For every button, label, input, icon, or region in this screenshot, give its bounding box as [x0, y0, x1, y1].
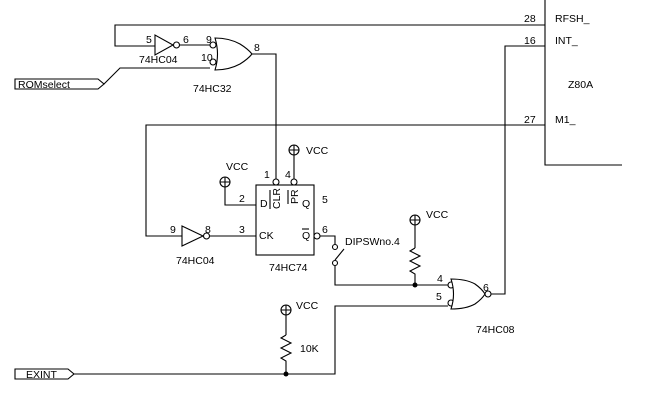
inverter-top-body	[154, 34, 175, 56]
flipflop-74hc74: D CK Q Q CLR PR 1 4 2 3 5 6 74HC74	[239, 169, 328, 274]
flipflop-d-label: D	[260, 198, 268, 210]
int-wire	[491, 45, 545, 295]
switch-to-and-wire	[334, 266, 448, 286]
flipflop-qbar-pin: 6	[322, 224, 328, 236]
pullup-junction-dot	[412, 282, 418, 288]
exint-port: EXINT	[14, 368, 75, 381]
romselect-port-shape	[14, 78, 105, 90]
dip-switch: DIPSWno.4	[331, 236, 400, 267]
z80a-chip: Z80A 28 RFSH_ 16 INT_ 27 M1_	[524, 0, 622, 166]
int-pin-label: INT_	[555, 35, 578, 47]
or-gate-part-label: 74HC32	[193, 83, 232, 95]
flipflop-part-label: 74HC74	[269, 262, 308, 274]
or-gate-in1-pin: 9	[206, 34, 212, 46]
romselect-wire	[103, 67, 210, 85]
inverter-top-out-pin: 6	[183, 34, 189, 46]
and-gate-part-label: 74HC08	[476, 324, 515, 336]
vcc-pullup-label: VCC	[426, 209, 449, 221]
vcc-pr-label: VCC	[306, 145, 329, 157]
inverter-bottom-in-pin: 9	[170, 224, 176, 236]
and-gate: 4 5 6 74HC08	[436, 273, 515, 336]
inverter-bottom-body	[181, 225, 205, 247]
pin-27-number: 27	[524, 114, 536, 126]
vcc-pullup-wire	[410, 215, 420, 248]
or-gate-in2-bubble	[209, 58, 217, 66]
m1-pin-label: M1_	[555, 114, 576, 126]
vcc-exint: VCC 10K	[279, 300, 319, 377]
flipflop-qbar-bubble	[313, 232, 321, 240]
or-gate-body	[214, 37, 253, 71]
romselect-port: ROMselect	[14, 78, 105, 91]
vcc-d-wire	[220, 177, 256, 206]
flipflop-clr-pin: 1	[264, 169, 270, 181]
resistor-10k	[279, 334, 293, 374]
dip-switch-lever	[334, 248, 345, 261]
vcc-d: VCC	[219, 161, 256, 206]
rfsh-wire	[114, 24, 545, 47]
pin-28-number: 28	[524, 13, 536, 25]
qbar-wire	[320, 235, 336, 244]
or-output-wire	[252, 53, 277, 180]
flipflop-ck-label: CK	[259, 230, 274, 242]
flipflop-clr-label: CLR	[271, 188, 283, 209]
or-gate-out-pin: 8	[254, 42, 260, 54]
inverter-top-in-pin: 5	[146, 34, 152, 46]
vcc-pr: VCC	[288, 144, 329, 179]
vcc-pullup: VCC	[408, 209, 449, 288]
and-gate-out-pin: 6	[483, 282, 489, 294]
exint-port-label: EXINT	[26, 369, 58, 381]
inverter-bottom-bubble	[202, 232, 211, 240]
flipflop-clr-bubble	[272, 178, 280, 186]
and-gate-body	[450, 278, 486, 310]
inverter-top: 5 6 74HC04	[139, 34, 189, 66]
or-gate-in2-pin: 10	[201, 52, 213, 64]
z80a-body	[544, 0, 622, 166]
flipflop-d-pin: 2	[239, 193, 245, 205]
dip-switch-contact-top	[331, 243, 339, 251]
exint-port-shape	[14, 368, 75, 380]
inverter-bottom-part-label: 74HC04	[176, 255, 215, 267]
z80a-label: Z80A	[568, 79, 593, 91]
inverter-top-bubble	[172, 41, 181, 49]
flipflop-qbar-label: Q	[302, 230, 310, 242]
vcc-pr-wire	[289, 145, 299, 179]
pin-16-number: 16	[524, 35, 536, 47]
vcc-exint-wire	[281, 305, 291, 335]
flipflop-pr-pin: 4	[285, 169, 291, 181]
rfsh-pin-label: RFSH_	[555, 13, 590, 25]
flipflop-pr-bubble	[290, 178, 298, 186]
romselect-port-label: ROMselect	[18, 79, 70, 91]
and-gate-in2-pin: 5	[436, 291, 442, 303]
pullup-resistor	[408, 247, 422, 285]
vcc-d-label: VCC	[226, 161, 249, 173]
and-gate-in1-pin: 4	[437, 273, 443, 285]
vcc-exint-label: VCC	[296, 300, 319, 312]
flipflop-q-label: Q	[302, 198, 310, 210]
flipflop-pr-label: PR	[289, 189, 301, 204]
inverter-bottom: 9 8 74HC04	[170, 224, 215, 267]
flipflop-q-pin: 5	[322, 194, 328, 206]
dip-switch-label: DIPSWno.4	[345, 236, 400, 248]
exint-junction-dot	[283, 371, 289, 377]
or-gate: 9 10 8 74HC32	[193, 34, 260, 95]
or-gate-in1-bubble	[209, 41, 217, 49]
inverter-bottom-out-pin: 8	[205, 224, 211, 236]
dip-switch-contact-bottom	[331, 259, 339, 267]
flipflop-ck-pin: 3	[239, 224, 245, 236]
resistor-10k-label: 10K	[300, 343, 319, 355]
inverter-top-part-label: 74HC04	[139, 54, 178, 66]
m1-wire	[145, 124, 545, 237]
exint-wire	[74, 305, 448, 375]
flipflop-body	[255, 184, 315, 256]
